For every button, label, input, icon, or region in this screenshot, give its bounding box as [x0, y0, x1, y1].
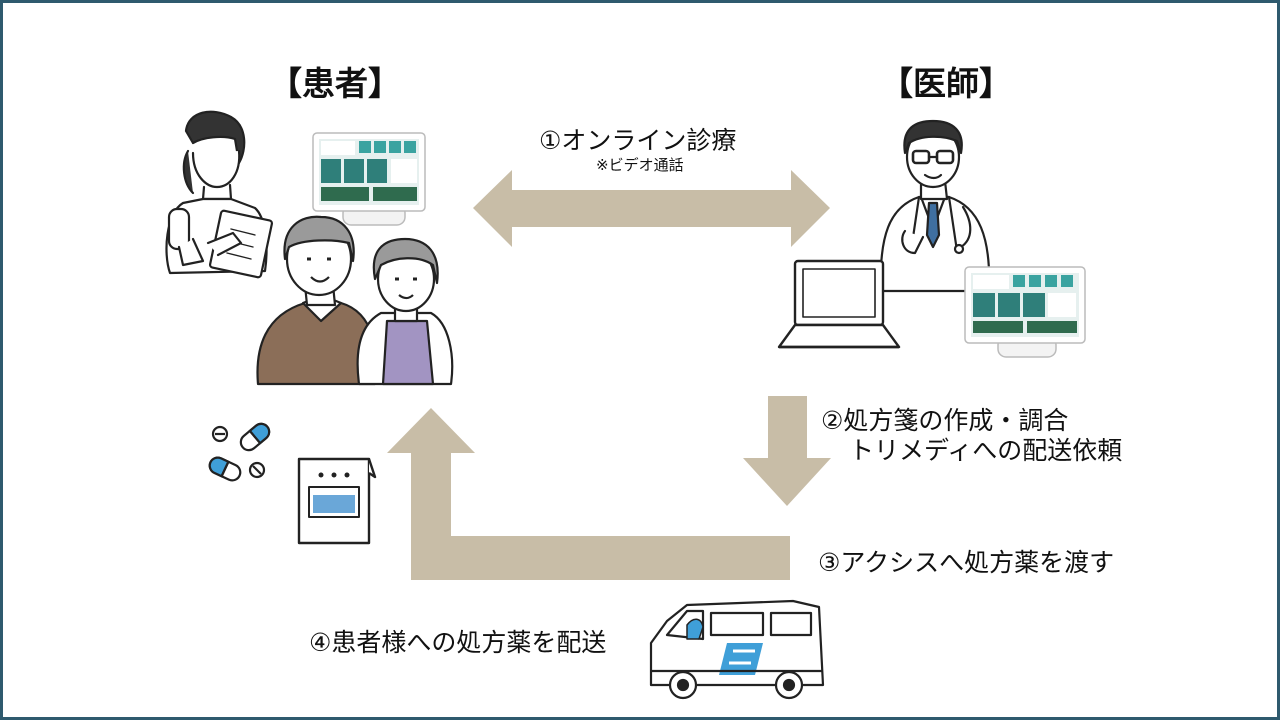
doctor-icon — [879, 119, 991, 293]
pills-icon — [208, 422, 271, 482]
double-arrow-online-consult — [473, 170, 830, 247]
diagram-art — [165, 110, 1086, 700]
doctor-heading: 【医師】 — [880, 64, 1012, 103]
step2-label-line2: トリメディへの配送依頼 — [849, 436, 1123, 465]
down-arrow-prescription — [743, 396, 831, 506]
delivery-van-icon — [649, 599, 825, 700]
tablet-icon — [964, 266, 1086, 358]
medicine-bag-icon — [297, 457, 377, 545]
step4-label: ④患者様への処方薬を配送 — [309, 628, 607, 657]
step1-label: ①オンライン診療 — [539, 126, 737, 155]
return-arrow-delivery — [387, 408, 790, 580]
nurse-icon — [165, 110, 274, 279]
patient-heading: 【患者】 — [269, 64, 401, 103]
elderly-woman-icon — [356, 237, 454, 386]
step1-note: ※ビデオ通話 — [596, 156, 684, 174]
laptop-icon — [777, 259, 901, 349]
elderly-man-icon — [256, 215, 378, 386]
tablet-icon — [312, 132, 426, 226]
step3-label: ③アクシスへ処方薬を渡す — [818, 548, 1115, 577]
step2-label-line1: ②処方箋の作成・調合 — [821, 406, 1069, 435]
